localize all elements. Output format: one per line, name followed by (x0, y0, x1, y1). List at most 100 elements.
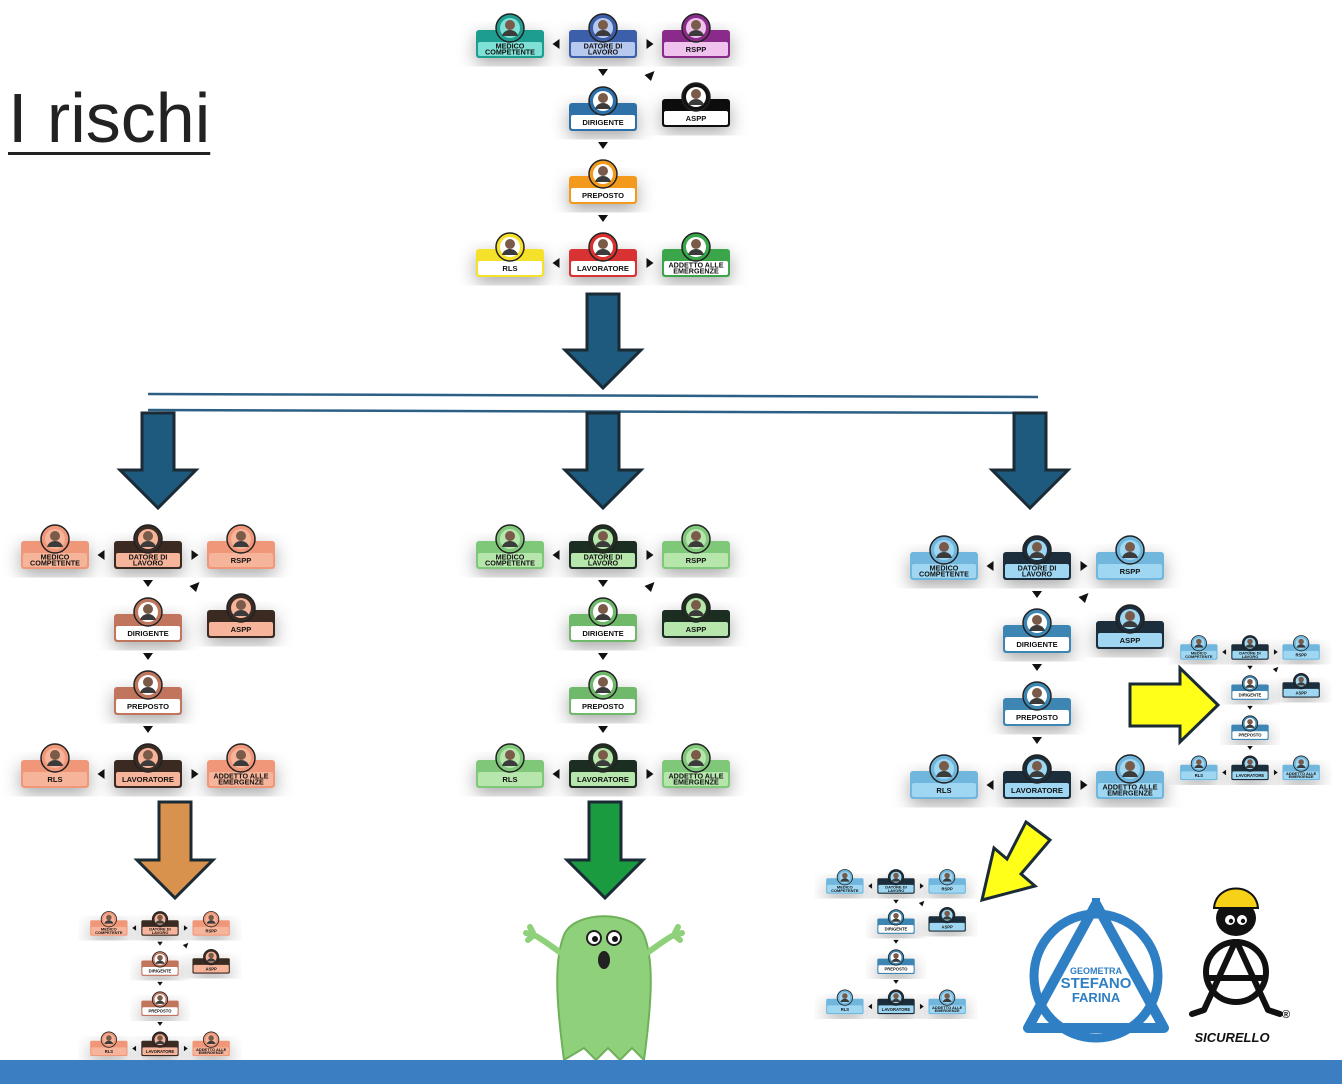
org-chart-small-bottom-label-datore-0: DATORE DI (885, 884, 906, 889)
connector-arrow (183, 1045, 188, 1052)
org-chart-left-card-rspp: RSPP (207, 524, 275, 569)
org-chart-right-label-medico-1: COMPETENTE (919, 570, 969, 579)
org-chart-center-card-preposto: PREPOSTO (569, 670, 637, 715)
arrow-down-right (988, 411, 1072, 511)
org-chart-left-card-dirigente: DIRIGENTE (114, 597, 182, 642)
org-chart-left-label-medico-1: COMPETENTE (30, 559, 80, 568)
org-chart-small-left-label-preposto: PREPOSTO (148, 1009, 172, 1014)
connector-arrow (552, 258, 560, 268)
org-chart-small-bottom-card-dirigente: DIRIGENTE (877, 909, 915, 934)
connector-arrow (598, 215, 608, 222)
org-chart-small-right-label-preposto: PREPOSTO (1238, 733, 1262, 738)
org-chart-left-label-aspp: ASPP (231, 625, 252, 634)
org-chart-small-left-label-dirigente: DIRIGENTE (149, 969, 172, 974)
org-chart-right-card-preposto: PREPOSTO (1003, 681, 1071, 726)
org-chart-right-label-datore-1: LAVORO (1022, 570, 1053, 579)
org-chart-center-card-dirigente: DIRIGENTE (569, 597, 637, 642)
org-chart-left-label-rspp: RSPP (231, 556, 252, 565)
org-chart-small-bottom-label-datore-1: LAVORO (888, 888, 905, 893)
org-chart-top-label-aspp: ASPP (686, 114, 707, 123)
connector-arrow (646, 769, 654, 779)
org-chart-small-left-label-datore-0: DATORE DI (149, 926, 170, 931)
arrow-down-orange (133, 800, 217, 901)
connector-arrow (919, 1003, 924, 1010)
org-chart-small-right-label-lavoratore: LAVORATORE (1236, 773, 1265, 778)
connector-arrow (1272, 666, 1279, 673)
org-chart-top-label-dirigente: DIRIGENTE (582, 118, 623, 127)
org-chart-small-right-label-rls: RLS (1195, 773, 1204, 778)
org-chart-left-label-dirigente: DIRIGENTE (127, 629, 168, 638)
org-chart-left-label-datore-0: DATORE DI (129, 553, 168, 562)
org-chart-center-card-rspp: RSPP (662, 524, 730, 569)
org-chart-center-label-datore-0: DATORE DI (584, 553, 623, 562)
org-chart-small-right-label-rspp: RSPP (1295, 652, 1307, 657)
connector-arrow (646, 550, 654, 560)
connector-arrow (132, 1045, 137, 1052)
geometra-logo: GEOMETRA STEFANO FARINA (1023, 898, 1169, 1043)
connector-arrow (1273, 769, 1278, 776)
connector-arrow (157, 981, 163, 986)
org-chart-small-left-label-medico-0: MEDICO (101, 926, 117, 931)
connector-arrow (1032, 737, 1042, 744)
arrow-yellow-right (1128, 664, 1221, 746)
org-chart-top-card-preposto: PREPOSTO (569, 159, 637, 204)
sicurello-text: SICURELLO (1194, 1030, 1269, 1045)
org-chart-center-label-rspp: RSPP (686, 556, 707, 565)
org-chart-small-bottom-label-aspp: ASPP (941, 924, 953, 929)
geometra-text-1: GEOMETRA (1070, 966, 1123, 976)
org-chart-small-bottom-card-preposto: PREPOSTO (877, 949, 915, 974)
connector-arrow (1032, 591, 1042, 598)
connector-arrow (598, 580, 608, 587)
org-chart-right-label-addetto-0: ADDETTO ALLE (1102, 783, 1157, 792)
org-chart-small-right-card-rls: RLS (1180, 755, 1218, 781)
org-chart-right-label-datore-0: DATORE DI (1018, 564, 1057, 573)
org-chart-small-left-card-preposto: PREPOSTO (141, 991, 179, 1016)
org-chart-right-label-aspp: ASPP (1120, 636, 1141, 645)
org-chart-left-label-addetto-0: ADDETTO ALLE (213, 772, 268, 781)
connector-arrow (189, 582, 200, 592)
connector-arrow (191, 550, 199, 560)
org-chart-small-right-label-addetto-0: ADDETTO ALLE (1286, 771, 1317, 776)
org-chart-left-label-datore-1: LAVORO (133, 559, 164, 568)
connector-arrow (191, 769, 199, 779)
connector-arrow (157, 941, 163, 946)
connector-arrow (986, 780, 994, 790)
connector-arrow (143, 580, 153, 587)
connector-arrow (1080, 780, 1088, 790)
connector-arrow (1078, 593, 1089, 603)
split-line-top (147, 392, 1039, 399)
org-chart-small-left-label-rls: RLS (105, 1049, 114, 1054)
org-chart-left-label-medico-0: MEDICO (41, 553, 70, 562)
arrow-down-main (561, 292, 645, 391)
org-chart-small-right-label-medico-0: MEDICO (1191, 650, 1207, 655)
org-chart-small-left-card-dirigente: DIRIGENTE (141, 951, 179, 976)
connector-arrow (644, 71, 655, 81)
org-chart-center-label-dirigente: DIRIGENTE (582, 629, 623, 638)
org-chart-small-right-card-aspp: ASPP (1282, 673, 1320, 698)
connector-arrow (1080, 561, 1088, 571)
org-chart-small-right-label-datore-0: DATORE DI (1239, 650, 1260, 655)
org-chart-right-label-rls: RLS (936, 786, 951, 795)
connector-arrow (132, 925, 137, 931)
org-chart-small-bottom-label-dirigente: DIRIGENTE (885, 927, 908, 932)
org-chart-small-left-label-addetto-0: ADDETTO ALLE (196, 1047, 227, 1052)
connector-arrow (1273, 649, 1278, 655)
page-title: I rischi (8, 79, 211, 157)
org-chart-left-label-addetto-1: EMERGENZE (218, 778, 264, 787)
org-chart-center-label-addetto-1: EMERGENZE (673, 778, 719, 787)
connector-arrow (893, 899, 899, 904)
org-chart-small-right-card-dirigente: DIRIGENTE (1231, 675, 1269, 700)
connector-arrow (552, 550, 560, 560)
connector-arrow (1222, 649, 1227, 655)
org-chart-center-label-datore-1: LAVORO (588, 559, 619, 568)
org-chart-center-label-medico-0: MEDICO (496, 553, 525, 562)
org-chart-top-label-datore-0: DATORE DI (584, 42, 623, 51)
